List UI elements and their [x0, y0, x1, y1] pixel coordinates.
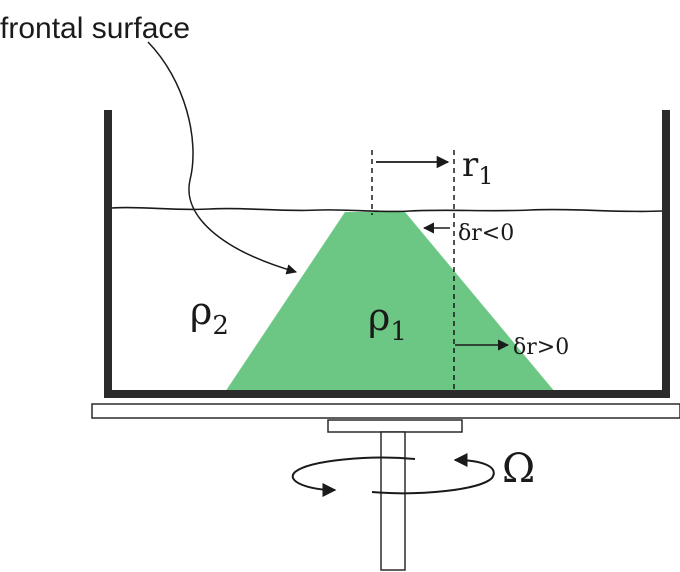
rotation-arrow-left: [291, 456, 416, 497]
tank-bottom: [104, 390, 670, 398]
dr-positive-label: δr>0: [513, 335, 569, 360]
rotation-arrow-right: [371, 453, 495, 495]
rho1-label-main: ρ: [368, 295, 390, 339]
rho2-label-main: ρ: [190, 289, 212, 333]
rho2-label-subscript: 2: [212, 311, 229, 341]
frontal-surface-label: frontal surface: [0, 12, 190, 45]
rho1-label: ρ1: [368, 295, 407, 347]
rho2-label: ρ2: [190, 289, 229, 341]
rho1-label-subscript: 1: [390, 317, 407, 347]
dr-negative-label: δr<0: [458, 221, 514, 246]
rotation-shaft: [380, 431, 406, 571]
dense-fluid-region: [225, 212, 555, 392]
r1-label-subscript: 1: [478, 162, 493, 190]
omega-label: Ω: [502, 446, 535, 492]
free-surface-line: [111, 206, 663, 213]
tank-left-wall: [104, 110, 112, 398]
frontal-surface-leader: [147, 41, 298, 275]
turntable-plate: [91, 403, 680, 419]
r1-label-main: r: [462, 145, 479, 185]
r1-label: r1: [462, 145, 494, 190]
tank-right-wall: [662, 110, 670, 398]
turntable-hub: [327, 419, 463, 433]
